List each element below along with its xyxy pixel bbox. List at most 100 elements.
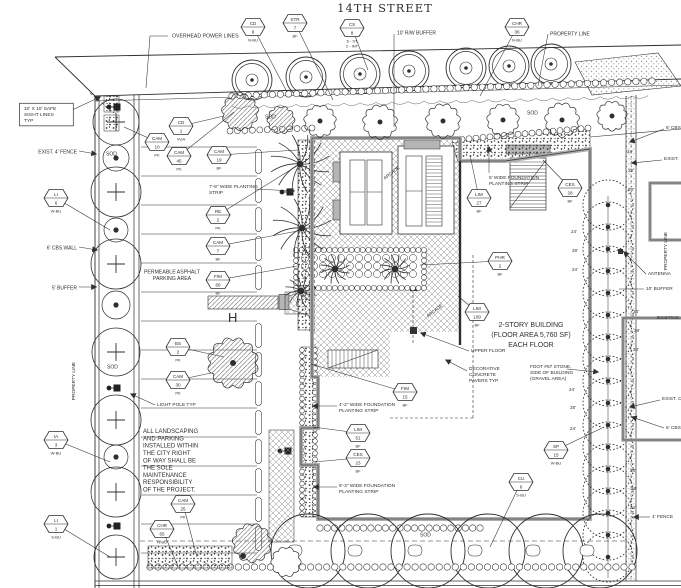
hedge-plant: [640, 77, 648, 85]
plant-sub: N-BU: [512, 38, 522, 43]
plant-code: CHR: [157, 523, 168, 528]
hedge-plant: [532, 563, 540, 571]
leader-line: [566, 368, 600, 375]
leader-line: [294, 22, 334, 101]
hedge-plant: [326, 285, 333, 291]
shape: [377, 119, 383, 125]
hedge-plant: [491, 563, 499, 571]
shape: PLANTING STRIP: [339, 408, 378, 414]
shape: [332, 161, 341, 183]
property-line-right-text: PROPERTY LINE: [663, 232, 669, 270]
shape: UPPER FLOOR: [471, 348, 506, 354]
shape: MAINTENANCE: [143, 473, 187, 479]
shrub-symbol: [544, 102, 580, 138]
shape: [358, 72, 362, 76]
buffer-5-left: 5' BUFFER: [52, 284, 98, 291]
hedge-plant: [390, 86, 398, 94]
shape: OF THE PROJECT.: [143, 488, 196, 494]
dimension-label: 28': [634, 328, 640, 333]
hedge-plant: [365, 285, 372, 291]
leader-line: [218, 149, 299, 156]
hedge-plant: [343, 285, 349, 291]
antenna: ANTENNA: [623, 251, 672, 277]
plant-qty: 15: [553, 452, 559, 457]
plant-sub: BF: [567, 199, 573, 204]
plant-sub: S-BU: [51, 535, 61, 540]
plant-code: LIM: [473, 306, 481, 311]
leader-line: [217, 265, 298, 281]
hedge-plant: [359, 285, 366, 291]
hedge-plant: [341, 88, 349, 96]
hedge-plant: [435, 563, 443, 571]
plant-sub: PK: [215, 226, 221, 231]
street-tree-symbol: [388, 50, 430, 92]
hedge-plant: [580, 563, 588, 571]
light-pole-symbol: [106, 522, 121, 530]
hedge-plant: [409, 247, 416, 253]
hedge-plant: [403, 524, 411, 532]
plant-sub: PK: [175, 391, 181, 396]
corner-flare: [54, 56, 96, 97]
shape: EXIST. 4' FENCE: [38, 149, 77, 155]
shape: [467, 544, 483, 557]
leader-line: [628, 399, 661, 409]
shape: (FLOOR AREA 5,760 SF): [491, 332, 570, 339]
shape: [103, 217, 129, 243]
stall-island: [255, 439, 262, 464]
hedge-plant: [559, 80, 567, 88]
hedge-plant: [419, 563, 427, 571]
hedge-plant: [421, 252, 427, 258]
shape: [240, 553, 246, 559]
shape: [605, 466, 611, 472]
existing-right-text: EXISTING: [657, 315, 680, 321]
hedge-plant: [354, 247, 361, 253]
building: [299, 136, 592, 521]
cbs-top-right: 6' CBS: [628, 125, 681, 144]
hedge-plant: [519, 82, 527, 90]
trunk: [297, 287, 305, 295]
fdot-57-stone-text: FDOT #57 STONE,SIDE OF BUILDING(GRAVEL A…: [530, 364, 573, 382]
hedge-plant: [628, 563, 636, 571]
buffer-10-text: 10' BUFFER: [646, 286, 673, 292]
dimension-label: 24': [633, 309, 639, 314]
shape: 7'-8" WIDE PLANTING: [209, 184, 258, 190]
hedge-plant: [393, 247, 400, 253]
leader-line: [78, 150, 98, 157]
leader-line: [254, 187, 296, 194]
shape: [605, 246, 611, 252]
shape: [500, 117, 506, 123]
shape: PROPERTY LINE: [71, 362, 77, 400]
shape: [649, 182, 681, 241]
sod-label-text: SOD: [107, 364, 118, 370]
shape: [230, 360, 236, 366]
hedge-plant: [486, 83, 494, 91]
hedge-plant: [404, 247, 411, 253]
hedge-plant: [470, 83, 478, 91]
bottom-tree: [508, 513, 584, 588]
shape: [113, 155, 119, 161]
plant-qty: 2: [217, 217, 220, 222]
hedge-plant: [339, 563, 347, 571]
hedge-plant: [421, 274, 427, 281]
hedge-plant: [549, 127, 557, 135]
shape: [492, 49, 526, 83]
hedge-plant: [421, 280, 427, 286]
plant-sub: BF: [402, 403, 408, 408]
dimension-label: 28': [628, 168, 634, 173]
hedge-plant: [398, 285, 405, 291]
hedge-plant: [299, 505, 305, 511]
hedge-plant: [309, 89, 317, 97]
dimension-label: 24': [633, 347, 639, 352]
hedge-plant: [524, 563, 532, 571]
hedge-plant: [421, 257, 427, 264]
plant-qty: 3: [55, 442, 58, 447]
leader-line: [630, 415, 665, 429]
hedge-plant: [472, 134, 480, 142]
left-street-trees: [90, 98, 259, 580]
hedge-plant: [354, 285, 361, 291]
hedge-plant: [299, 420, 305, 426]
hedge-plant: [299, 401, 305, 408]
